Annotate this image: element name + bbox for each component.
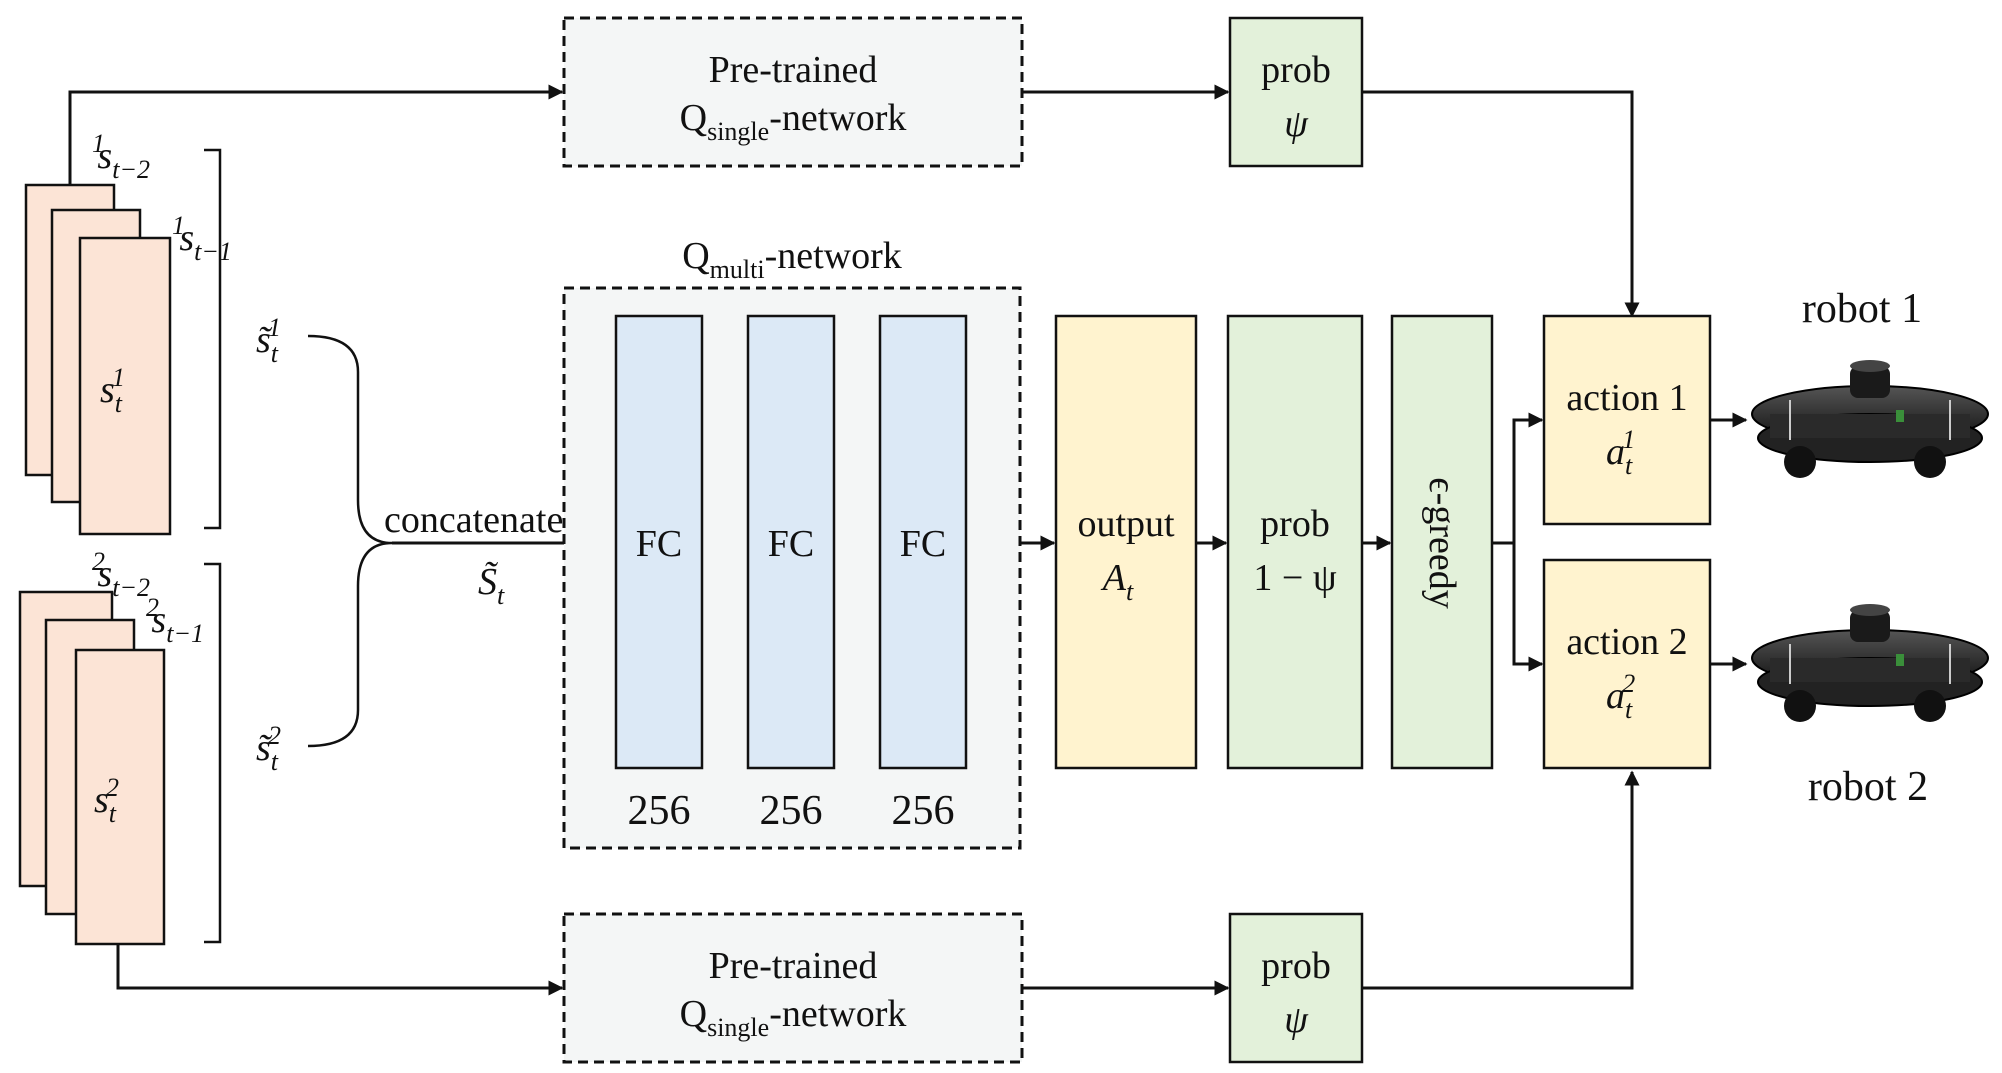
state1-prev1-label: st−11 xyxy=(172,211,230,266)
action2-symbol: at2 xyxy=(1606,669,1635,724)
concatenate-brace-group: s̃t1 s̃t2 concatenate S̃t xyxy=(256,313,563,776)
state1-prev2-label: st−21 xyxy=(92,129,150,184)
top-pretrained-box xyxy=(562,16,1024,168)
qmulti-title: Qmulti-network xyxy=(682,235,902,284)
bottom-pretrained-network: Pre-trained Qsingle-network xyxy=(562,912,1024,1064)
prob-line1: prob xyxy=(1260,503,1330,545)
robot1-label: robot 1 xyxy=(1802,286,1922,332)
output-box xyxy=(1054,314,1198,770)
greedy-label: ϵ-greedy xyxy=(1421,477,1463,608)
state-stack-1: st1 st−21 st−11 xyxy=(24,129,230,536)
bottom-pretrained-line2: Qsingle-network xyxy=(680,993,907,1042)
fc-layer-3-units: 256 xyxy=(892,788,955,834)
top-prob-psi: ψ xyxy=(1284,103,1309,145)
fc-layer-1 xyxy=(614,314,704,770)
wire-greedy-to-action2 xyxy=(1512,543,1544,672)
fc-layer-3 xyxy=(878,314,968,770)
robot2-picture xyxy=(1751,604,1989,722)
fc-layer-1-label: FC xyxy=(636,523,682,565)
state-stack-2: st2 st−22 st−12 xyxy=(18,547,222,946)
prob-box xyxy=(1226,314,1364,770)
action2-line1: action 2 xyxy=(1566,621,1687,663)
wire-state1-to-top-pretrained xyxy=(68,84,564,185)
fc-layer-3-label: FC xyxy=(900,523,946,565)
fc-layer-2 xyxy=(746,314,836,770)
fc-layer-2-units: 256 xyxy=(760,788,823,834)
concatenate-label: concatenate xyxy=(384,499,563,541)
bottom-pretrained-box xyxy=(562,912,1024,1064)
state2-prev1-label: st−12 xyxy=(146,593,204,648)
fc-layer-2-label: FC xyxy=(768,523,814,565)
bottom-prob-box xyxy=(1228,912,1364,1064)
qmulti-network: Qmulti-network FC 256 FC 256 FC 256 xyxy=(562,235,1022,850)
wire-bottom-prob-to-action2 xyxy=(1362,770,1640,990)
combined-state2-label: s̃t2 xyxy=(256,721,281,776)
state2-prev2-label: st−22 xyxy=(92,547,150,602)
state2-front-label: st2 xyxy=(94,773,119,828)
prob-block: prob 1 − ψ xyxy=(1226,314,1364,770)
top-prob-line1: prob xyxy=(1261,49,1331,91)
concatenate-curly-brace xyxy=(307,334,393,748)
action1-line1: action 1 xyxy=(1566,377,1687,419)
state1-bracket xyxy=(204,148,222,530)
top-prob-box xyxy=(1228,16,1364,168)
robot2-label: robot 2 xyxy=(1808,764,1928,810)
bottom-pretrained-line1: Pre-trained xyxy=(709,945,878,987)
top-pretrained-line1: Pre-trained xyxy=(709,49,878,91)
action-2: action 2 at2 xyxy=(1542,558,1712,770)
robot-2: robot 2 xyxy=(1751,604,1989,810)
robot-1: robot 1 xyxy=(1751,286,1989,478)
action2-box xyxy=(1542,558,1712,770)
wire-top-prob-to-action1 xyxy=(1362,90,1640,318)
state2-frame-t xyxy=(74,648,166,946)
top-pretrained-network: Pre-trained Qsingle-network xyxy=(562,16,1024,168)
bottom-prob-line1: prob xyxy=(1261,945,1331,987)
combined-state1-label: s̃t1 xyxy=(256,313,281,368)
output-line1: output xyxy=(1077,503,1175,545)
greedy-box xyxy=(1390,314,1494,770)
robot1-picture xyxy=(1751,360,1989,478)
output-block: output At xyxy=(1054,314,1198,770)
state2-bracket xyxy=(204,562,222,944)
wire-greedy-to-action1 xyxy=(1512,412,1544,543)
action1-box xyxy=(1542,314,1712,526)
wire-state2-to-bottom-pretrained xyxy=(116,945,564,996)
top-prob: prob ψ xyxy=(1228,16,1364,168)
prob-line2: 1 − ψ xyxy=(1253,557,1336,599)
state1-frame-t xyxy=(78,236,172,536)
top-pretrained-line2: Qsingle-network xyxy=(680,97,907,146)
fc-layer-1-units: 256 xyxy=(628,788,691,834)
state1-front-label: st1 xyxy=(100,363,125,418)
greedy-block: ϵ-greedy xyxy=(1390,314,1494,770)
concatenate-symbol: S̃t xyxy=(478,561,505,610)
bottom-prob: prob ψ xyxy=(1228,912,1364,1064)
action-1: action 1 at1 xyxy=(1542,314,1712,526)
output-symbol: At xyxy=(1100,557,1134,606)
action1-symbol: at1 xyxy=(1606,425,1635,480)
bottom-prob-psi: ψ xyxy=(1284,999,1309,1041)
